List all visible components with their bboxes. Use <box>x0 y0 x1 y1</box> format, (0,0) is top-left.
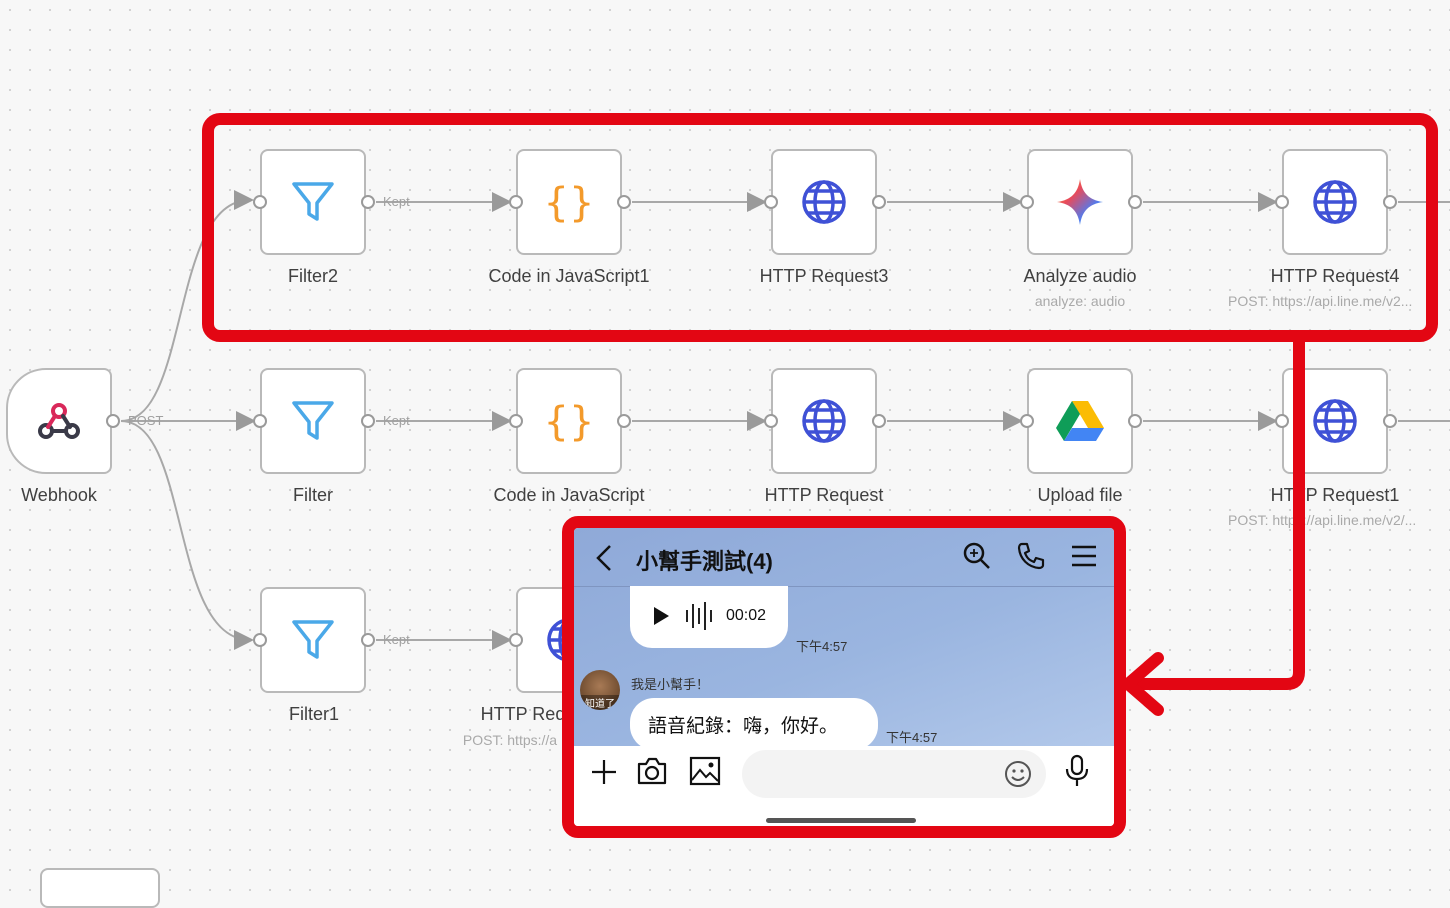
filter-input-port[interactable] <box>253 414 267 428</box>
code-braces-icon: {} <box>544 179 594 225</box>
chat-title: 小幫手測試(4) <box>636 549 773 574</box>
phone-icon[interactable] <box>1016 541 1046 576</box>
message-text: 語音紀錄：嗨，你好。 <box>648 716 839 737</box>
http-request-input-port[interactable] <box>764 414 778 428</box>
code-js1-input-port[interactable] <box>509 195 523 209</box>
analyze-audio-subtitle: analyze: audio <box>1034 293 1126 309</box>
emoji-icon[interactable] <box>1004 760 1032 793</box>
svg-text:{}: {} <box>544 399 594 444</box>
google-drive-icon <box>1055 399 1105 443</box>
http-request4-node[interactable] <box>1282 149 1388 255</box>
plus-icon[interactable] <box>590 758 618 791</box>
filter2-kept-label: Kept <box>383 194 410 209</box>
webhook-label: Webhook <box>21 485 97 505</box>
webhook-icon <box>37 401 81 441</box>
upload-file-output-port[interactable] <box>1128 414 1142 428</box>
http-request-node[interactable] <box>771 368 877 474</box>
upload-file-input-port[interactable] <box>1020 414 1034 428</box>
http-request3-output-port[interactable] <box>872 195 886 209</box>
voice-message-bubble[interactable]: 00:02 <box>630 586 788 648</box>
http-request3-label: HTTP Request3 <box>759 266 889 286</box>
camera-icon[interactable] <box>636 756 668 791</box>
http-request4-subtitle: POST: https://api.line.me/v2... <box>1228 293 1413 309</box>
filter-icon <box>291 619 335 661</box>
filter2-node[interactable] <box>260 149 366 255</box>
webhook-post-label: POST <box>128 413 164 428</box>
play-icon[interactable] <box>652 606 670 632</box>
chat-header: 小幫手測試(4) <box>574 528 1114 586</box>
http-request-label: HTTP Request <box>764 485 884 505</box>
filter2-label: Filter2 <box>287 266 338 286</box>
image-icon[interactable] <box>689 756 721 791</box>
waveform-icon <box>684 600 714 638</box>
menu-icon[interactable] <box>1070 541 1098 576</box>
code-js-output-port[interactable] <box>617 414 631 428</box>
filter1-node[interactable] <box>260 587 366 693</box>
text-message-time: 下午4:57 <box>886 730 938 745</box>
back-chevron-icon[interactable] <box>594 544 614 577</box>
http-request4-output-port[interactable] <box>1383 195 1397 209</box>
filter-icon <box>291 400 335 442</box>
code-js1-label: Code in JavaScript1 <box>488 266 650 286</box>
globe-icon <box>1311 178 1359 226</box>
code-braces-icon: {} <box>544 398 594 444</box>
filter2-input-port[interactable] <box>253 195 267 209</box>
globe-icon <box>800 397 848 445</box>
filter-label: Filter <box>293 485 333 505</box>
message-input-bar <box>574 746 1114 826</box>
http-request1-output-port[interactable] <box>1383 414 1397 428</box>
http-request1-input-port[interactable] <box>1275 414 1289 428</box>
globe-icon <box>1311 397 1359 445</box>
code-js-input-port[interactable] <box>509 414 523 428</box>
home-indicator <box>766 818 916 823</box>
microphone-icon[interactable] <box>1064 754 1090 793</box>
http-request4-label: HTTP Request4 <box>1270 266 1400 286</box>
filter-output-port[interactable] <box>361 414 375 428</box>
webhook-output-port[interactable] <box>106 414 120 428</box>
code-js-node[interactable]: {} <box>516 368 622 474</box>
avatar-text: 知道了 <box>580 695 620 710</box>
filter1-kept-label: Kept <box>383 632 410 647</box>
http-request1-subtitle: POST: https://api.line.me/v2/... <box>1228 512 1417 528</box>
search-icon[interactable] <box>962 541 992 576</box>
analyze-audio-label: Analyze audio <box>1023 266 1137 286</box>
message-input[interactable] <box>742 750 1046 798</box>
highlight-row-1 <box>202 113 1438 342</box>
globe-icon <box>800 178 848 226</box>
analyze-audio-node[interactable] <box>1027 149 1133 255</box>
code-js-label: Code in JavaScript <box>493 485 645 505</box>
http-request-row3-subtitle: POST: https://a <box>462 732 558 748</box>
filter1-input-port[interactable] <box>253 633 267 647</box>
voice-duration: 00:02 <box>726 607 767 624</box>
code-js1-output-port[interactable] <box>617 195 631 209</box>
http-request-row3-input-port[interactable] <box>509 633 523 647</box>
filter1-output-port[interactable] <box>361 633 375 647</box>
upload-file-label: Upload file <box>1037 485 1123 505</box>
http-request3-input-port[interactable] <box>764 195 778 209</box>
line-chat-window: 小幫手測試(4) 00:02 下午4:57 知道了 我是小幫手！ 語音紀錄：嗨，… <box>562 516 1126 838</box>
filter-icon <box>291 181 335 223</box>
gemini-sparkle-icon <box>1055 177 1105 227</box>
avatar[interactable]: 知道了 <box>580 670 620 710</box>
sender-name: 我是小幫手！ <box>631 677 710 692</box>
http-request4-input-port[interactable] <box>1275 195 1289 209</box>
analyze-audio-input-port[interactable] <box>1020 195 1034 209</box>
header-divider <box>574 586 1114 587</box>
filter1-label: Filter1 <box>288 704 339 724</box>
text-message-bubble[interactable]: 語音紀錄：嗨，你好。 <box>630 698 878 750</box>
filter2-output-port[interactable] <box>361 195 375 209</box>
http-request-output-port[interactable] <box>872 414 886 428</box>
analyze-audio-output-port[interactable] <box>1128 195 1142 209</box>
svg-text:{}: {} <box>544 180 594 225</box>
voice-message-time: 下午4:57 <box>796 639 848 654</box>
filter-kept-label: Kept <box>383 413 410 428</box>
